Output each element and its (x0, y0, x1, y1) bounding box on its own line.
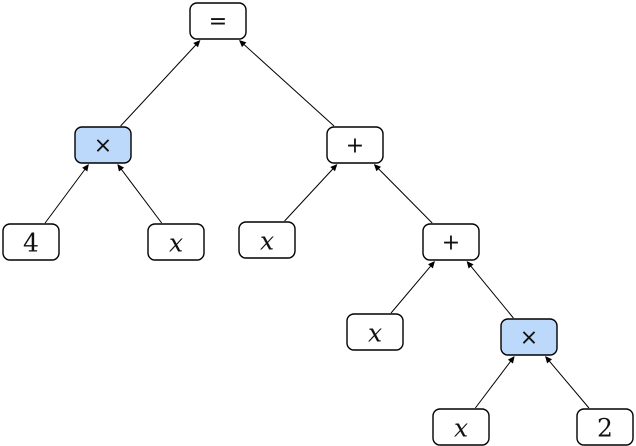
edge-x1-to-mul1 (117, 164, 163, 224)
arrowhead-icon (238, 40, 247, 48)
edge-line (548, 359, 590, 409)
node-label: 2 (597, 414, 613, 443)
node-four: 4 (2, 223, 60, 261)
node-x4: x (432, 408, 490, 446)
arrowhead-icon (330, 164, 338, 172)
node-box (422, 223, 480, 261)
node-box (2, 223, 60, 261)
edge-line (377, 167, 433, 224)
node-x3: x (346, 313, 404, 351)
edge-two-to-mul2 (545, 356, 590, 409)
node-mul1: × (74, 126, 132, 164)
node-mul2: × (500, 318, 558, 356)
edge-four-to-mul1 (44, 164, 89, 224)
node-label: = (209, 10, 227, 35)
node-two: 2 (576, 408, 634, 446)
edge-add1-to-root (238, 40, 335, 127)
edge-line (469, 265, 514, 319)
edge-line (44, 168, 86, 224)
node-label: x (454, 414, 468, 443)
node-box (238, 221, 296, 259)
node-label: × (94, 134, 112, 159)
arrowhead-icon (466, 261, 474, 269)
node-box (147, 223, 205, 261)
edge-line (390, 264, 432, 314)
node-box (346, 313, 404, 351)
node-box (74, 126, 132, 164)
node-x2: x (238, 221, 296, 259)
node-label: x (169, 229, 183, 258)
edge-mul1-to-root (120, 40, 201, 127)
edge-x3-to-add2 (390, 261, 435, 314)
arrowhead-icon (117, 164, 125, 172)
node-add1: + (326, 126, 384, 164)
node-root: = (189, 2, 247, 40)
node-box (326, 126, 384, 164)
node-x1: x (147, 223, 205, 261)
node-box (432, 408, 490, 446)
edge-add2-to-add1 (373, 164, 433, 224)
node-label: x (368, 319, 382, 348)
node-box (189, 2, 247, 40)
node-label: + (442, 231, 460, 256)
node-box (576, 408, 634, 446)
edge-line (474, 360, 512, 409)
arrowhead-icon (545, 356, 553, 364)
edge-line (242, 43, 335, 127)
node-label: x (260, 227, 274, 256)
arrowhead-icon (373, 164, 382, 172)
edge-x2-to-add1 (284, 164, 338, 222)
node-label: 4 (23, 229, 39, 258)
edge-x4-to-mul2 (474, 356, 515, 409)
arrowhead-icon (193, 40, 201, 48)
edge-mul2-to-add2 (466, 261, 514, 319)
node-label: × (520, 326, 538, 351)
node-box (500, 318, 558, 356)
edges-layer (44, 40, 590, 409)
arrowhead-icon (82, 164, 89, 172)
edge-line (284, 167, 334, 222)
arrowhead-icon (427, 261, 435, 269)
arrowhead-icon (507, 356, 515, 364)
node-add2: + (422, 223, 480, 261)
edge-line (120, 43, 197, 127)
edge-line (120, 168, 163, 224)
node-label: + (346, 134, 364, 159)
